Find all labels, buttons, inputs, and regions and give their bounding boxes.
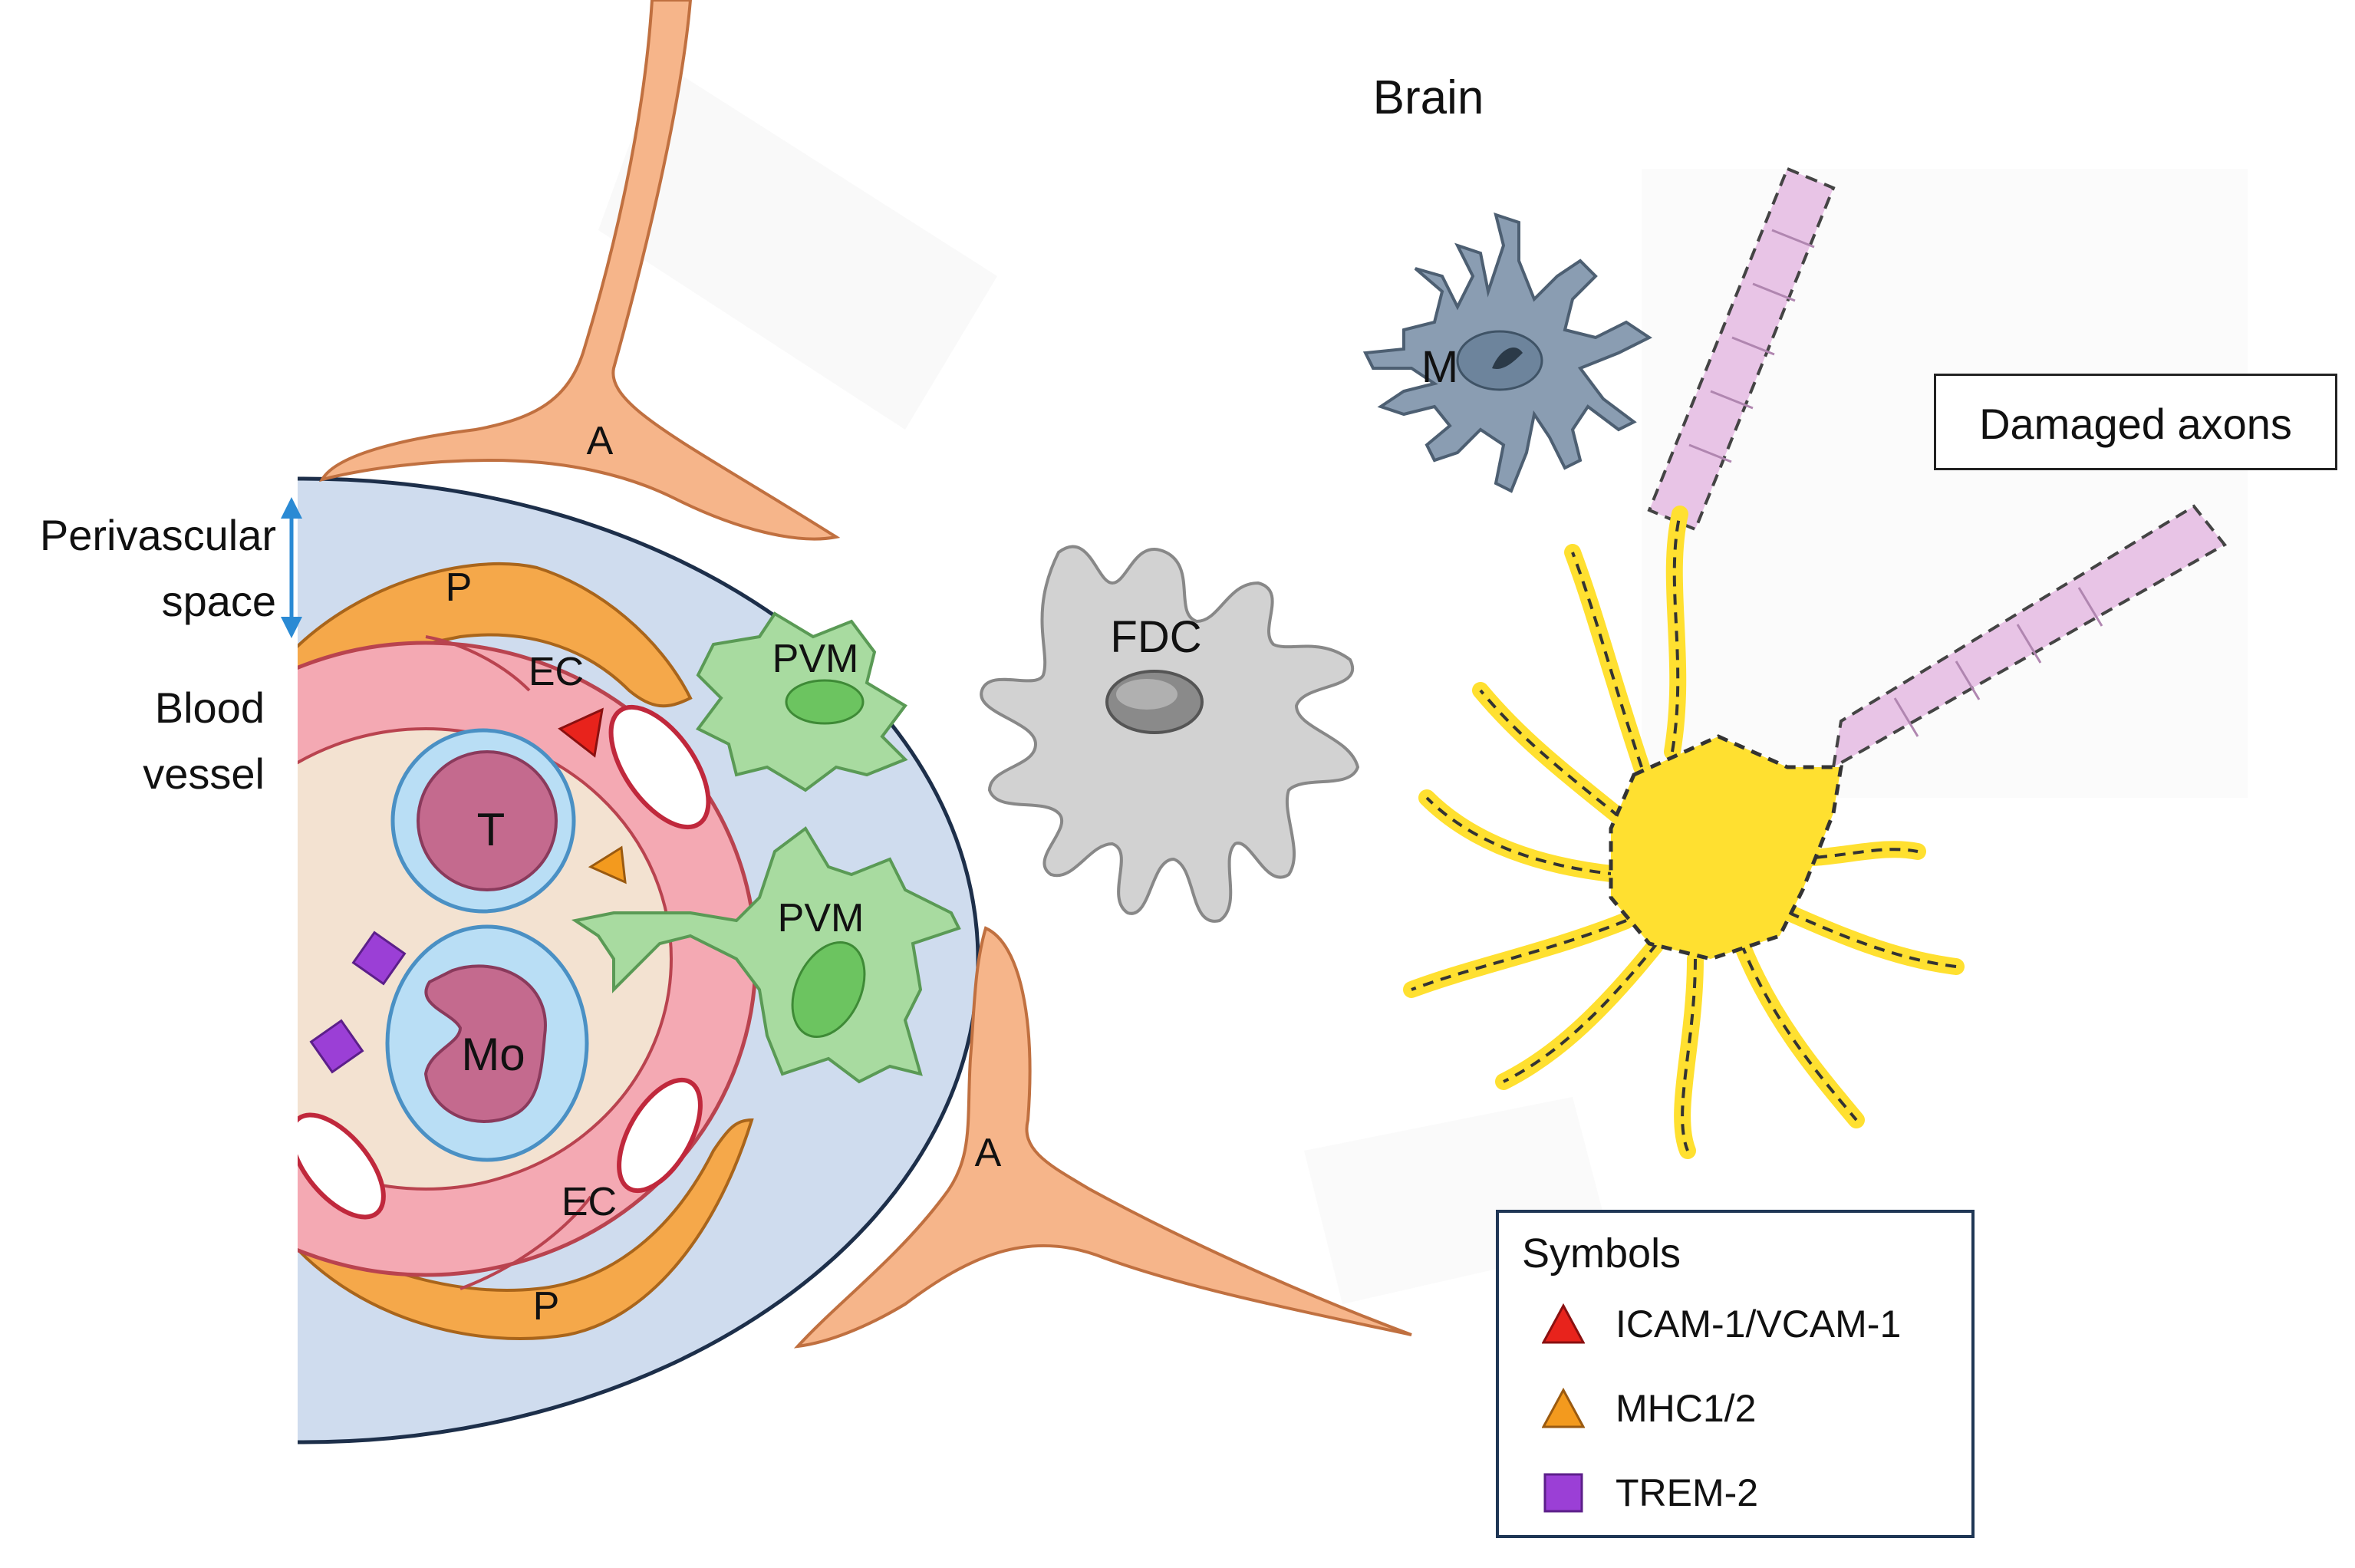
mhc-marker <box>588 845 627 884</box>
purple-square-icon <box>1543 1473 1583 1513</box>
legend-item-mhc: MHC1/2 <box>1542 1382 1756 1435</box>
label-ec-bottom: EC <box>562 1180 617 1224</box>
label-astrocyte-top: A <box>587 419 614 463</box>
endothelial-nucleus <box>298 1112 386 1220</box>
fdc-cell <box>980 545 1360 923</box>
label-ec-top: EC <box>529 650 584 694</box>
t-cell <box>390 728 576 914</box>
orange-triangle-icon <box>1542 1387 1585 1428</box>
legend-item-trem2: TREM-2 <box>1542 1466 1758 1520</box>
astrocyte-top <box>318 0 841 541</box>
monocyte <box>385 924 589 1162</box>
blood-vessel-label-line1: Blood <box>154 684 265 732</box>
label-monocyte: Mo <box>461 1029 525 1080</box>
legend-title: Symbols <box>1522 1230 1681 1276</box>
pvm-bottom-nucleus <box>791 940 866 1039</box>
trem2-marker <box>351 931 407 986</box>
legend-label-icam: ICAM-1/VCAM-1 <box>1616 1303 1902 1346</box>
neuron-cell <box>1403 506 1965 1159</box>
label-pericyte-top: P <box>446 565 473 610</box>
legend-label-trem2: TREM-2 <box>1616 1471 1759 1514</box>
endothelial-nucleus <box>617 1077 703 1194</box>
perivascular-space-label: Perivascular space <box>0 502 276 634</box>
label-pericyte-bottom: P <box>533 1284 560 1329</box>
perivascular-arrow <box>281 497 302 638</box>
endothelial-seam <box>459 1195 592 1290</box>
damaged-axons-label: Damaged axons <box>1979 400 2292 448</box>
label-pvm-bottom: PVM <box>778 896 865 940</box>
endothelial-nucleus <box>608 704 711 830</box>
legend-label-mhc: MHC1/2 <box>1616 1387 1757 1430</box>
icam-vcam-marker <box>558 707 604 758</box>
label-pvm-top: PVM <box>772 637 859 681</box>
axon-lower <box>1831 504 2228 770</box>
astrocyte-bottom <box>793 926 1412 1349</box>
blood-vessel-label: Blood vessel <box>0 675 265 807</box>
perivascular-label-line2: space <box>161 577 276 625</box>
legend: Symbols ICAM-1/VCAM-1 MHC1/2 TREM-2 <box>1496 1210 1975 1538</box>
endothelial-seam <box>425 635 531 692</box>
axon-upper <box>1647 166 1836 532</box>
trem2-marker <box>309 1019 364 1074</box>
pvm-bottom-cell <box>571 826 961 1084</box>
label-t-cell: T <box>477 804 506 855</box>
microglia-cell <box>1362 212 1652 493</box>
red-triangle-icon <box>1542 1303 1585 1344</box>
label-microglia: M <box>1421 342 1458 392</box>
pericyte-bottom <box>298 1118 754 1340</box>
legend-item-icam: ICAM-1/VCAM-1 <box>1542 1297 1901 1351</box>
blood-vessel-label-line2: vessel <box>143 749 265 798</box>
label-astrocyte-bottom: A <box>975 1131 1002 1175</box>
perivascular-label-line1: Perivascular <box>39 511 276 559</box>
damaged-axons-label-box: Damaged axons <box>1934 374 2337 470</box>
pvm-top-nucleus <box>785 679 865 725</box>
title-brain: Brain <box>1373 71 1484 124</box>
label-fdc: FDC <box>1110 612 1201 662</box>
